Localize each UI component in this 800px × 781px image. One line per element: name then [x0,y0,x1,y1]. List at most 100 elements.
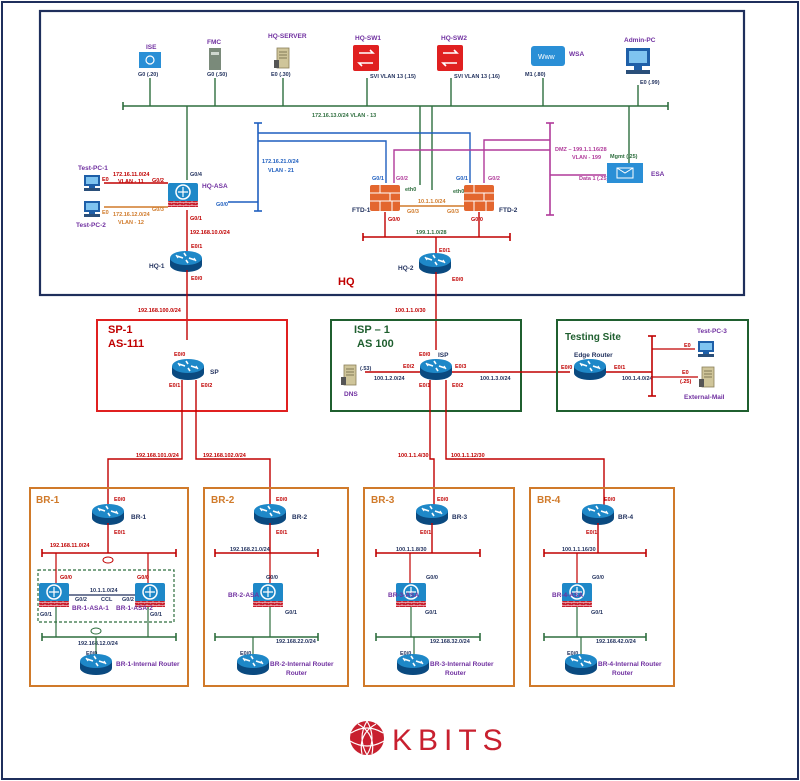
svg-text:100.1.1.16/30: 100.1.1.16/30 [562,547,596,553]
test-pc2-device[interactable]: Test-PC-2 E0 [76,201,109,229]
svg-text:E0/2: E0/2 [403,364,414,370]
vlan13-label: 172.16.13.0/24 VLAN - 13 [312,113,376,119]
br1-region [29,487,189,687]
svg-text:BR-2-Internal Router: BR-2-Internal Router [270,661,334,668]
svg-text:100.1.1.8/30: 100.1.1.8/30 [396,547,427,553]
hq2-router[interactable]: HQ-2 [398,252,452,275]
hq-region [38,9,746,297]
br1-router[interactable]: BR-1 [91,503,147,526]
svg-text:(.25): (.25) [680,379,691,385]
br2-router[interactable]: BR-2 [253,503,308,526]
svg-text:172.16.11.0/24: 172.16.11.0/24 [113,172,150,178]
svg-text:WSA: WSA [569,51,584,58]
test-pc3-device[interactable]: Test-PC-3 E0 [684,328,727,357]
svg-text:SVI VLAN 13 (.15): SVI VLAN 13 (.15) [370,74,416,80]
br4-asa-device[interactable]: BR-4-ASA [552,582,593,608]
svg-text:G0/1: G0/1 [150,612,162,618]
svg-text:HQ-SW2: HQ-SW2 [441,35,467,42]
svg-text:G0/2: G0/2 [396,176,408,182]
svg-text:BR-3: BR-3 [452,514,468,521]
hq1-router[interactable]: HQ-1 [149,250,203,273]
svg-text:BR-4-ASA: BR-4-ASA [552,592,583,599]
svg-text:AS 100: AS 100 [357,338,394,350]
svg-text:ISP: ISP [438,352,449,359]
fmc-device[interactable]: FMC G0 (.50) [207,39,227,78]
svg-text:G0/0: G0/0 [216,202,228,208]
ise-icon [145,55,155,65]
hq-sw1-device[interactable]: HQ-SW1 SVI VLAN 13 (.15) [353,35,416,80]
br3-asa-device[interactable]: BR-3-ASA [388,582,427,608]
svg-text:BR-3: BR-3 [371,495,395,506]
admin-pc-device[interactable]: Admin-PC E0 (.99) [624,37,660,86]
svg-text:E0 (.99): E0 (.99) [640,80,660,86]
svg-text:G0/2: G0/2 [152,178,164,184]
br2-region [203,487,349,687]
svg-text:FTD-2: FTD-2 [499,207,518,214]
sp-region [96,319,288,412]
svg-text:Router: Router [445,670,466,677]
isp-region [330,319,522,412]
svg-text:E0/1: E0/1 [439,248,450,254]
svg-text:Data 1 (.25): Data 1 (.25) [579,176,609,182]
svg-text:E0/2: E0/2 [201,383,212,389]
svg-text:E0/0: E0/0 [174,352,185,358]
svg-text:FTD-1: FTD-1 [352,207,371,214]
br1-asa2-device[interactable]: BR-1-ASA-2 [116,582,166,612]
svg-text:E0/1: E0/1 [191,244,202,250]
svg-text:192.168.32.0/24: 192.168.32.0/24 [430,639,471,645]
svg-text:Router: Router [286,670,307,677]
sp-router[interactable]: SP [171,358,219,381]
svg-text:E0: E0 [684,343,691,349]
br3-router[interactable]: BR-3 [415,503,468,526]
external-mail-server[interactable]: External-Mail E0 (.25) [680,366,725,401]
hq-asa-device[interactable]: HQ-ASA [167,182,228,208]
br1-asa1-device[interactable]: BR-1-ASA-1 [38,582,109,612]
test-pc1-device[interactable]: Test-PC-1 E0 [78,165,109,191]
edge-router[interactable]: Edge Router [573,352,613,381]
svg-text:HQ-SERVER: HQ-SERVER [268,33,307,40]
br1-cluster [37,569,175,623]
svg-text:G0/3: G0/3 [152,207,164,213]
ftd2-device[interactable]: FTD-2 [463,184,518,214]
svg-text:Test-PC-2: Test-PC-2 [76,222,106,229]
svg-text:Edge Router: Edge Router [574,352,613,359]
br4-internal-router[interactable]: BR-4-Internal Router [564,653,662,676]
svg-text:E0/0: E0/0 [86,651,97,657]
ftd1-device[interactable]: FTD-1 [352,184,401,214]
ise-device[interactable]: ISE G0 (.20) [138,44,161,78]
br2-asa-device[interactable]: BR-2-ASA [228,582,284,608]
svg-text:10.1.1.0/24: 10.1.1.0/24 [90,588,118,594]
esa-device[interactable]: ESA [607,163,665,183]
svg-text:G0/0: G0/0 [266,575,278,581]
br4-router[interactable]: BR-4 [581,503,634,526]
svg-text:G0/1: G0/1 [425,610,437,616]
hq-sw2-device[interactable]: HQ-SW2 SVI VLAN 13 (.16) [437,35,500,80]
svg-text:Testing Site: Testing Site [565,332,621,343]
isp-router[interactable]: ISP [419,352,453,381]
br4-region [529,487,675,687]
svg-text:FMC: FMC [207,39,221,46]
svg-text:192.168.102.0/24: 192.168.102.0/24 [203,453,247,459]
svg-text:Test-PC-3: Test-PC-3 [697,328,727,335]
svg-text:10.1.1.0/24: 10.1.1.0/24 [418,199,446,205]
kbits-logo: KBITS [349,720,503,757]
br2-internal-router[interactable]: BR-2-Internal Router [236,653,334,676]
br1-internal-router[interactable]: BR-1-Internal Router [79,653,180,676]
svg-text:E0/1: E0/1 [114,530,125,536]
switch-icon [357,49,375,67]
svg-text:192.168.42.0/24: 192.168.42.0/24 [596,639,637,645]
br3-internal-router[interactable]: BR-3-Internal Router [396,653,494,676]
wsa-device[interactable]: Www WSA M1 (.80) [525,46,584,78]
svg-text:G0/2: G0/2 [488,176,500,182]
dns-server[interactable]: DNS (.53) [340,364,371,398]
svg-text:ISP – 1: ISP – 1 [354,324,390,336]
hq-server-device[interactable]: HQ-SERVER E0 (.30) [268,33,307,78]
svg-text:HQ-2: HQ-2 [398,265,414,272]
svg-text:192.168.100.0/24: 192.168.100.0/24 [138,308,182,314]
svg-text:eth0: eth0 [453,189,464,195]
svg-text:E0/0: E0/0 [567,651,578,657]
svg-text:BR-4-Internal Router: BR-4-Internal Router [598,661,662,668]
svg-text:E0/1: E0/1 [586,530,597,536]
svg-text:M1 (.80): M1 (.80) [525,72,546,78]
